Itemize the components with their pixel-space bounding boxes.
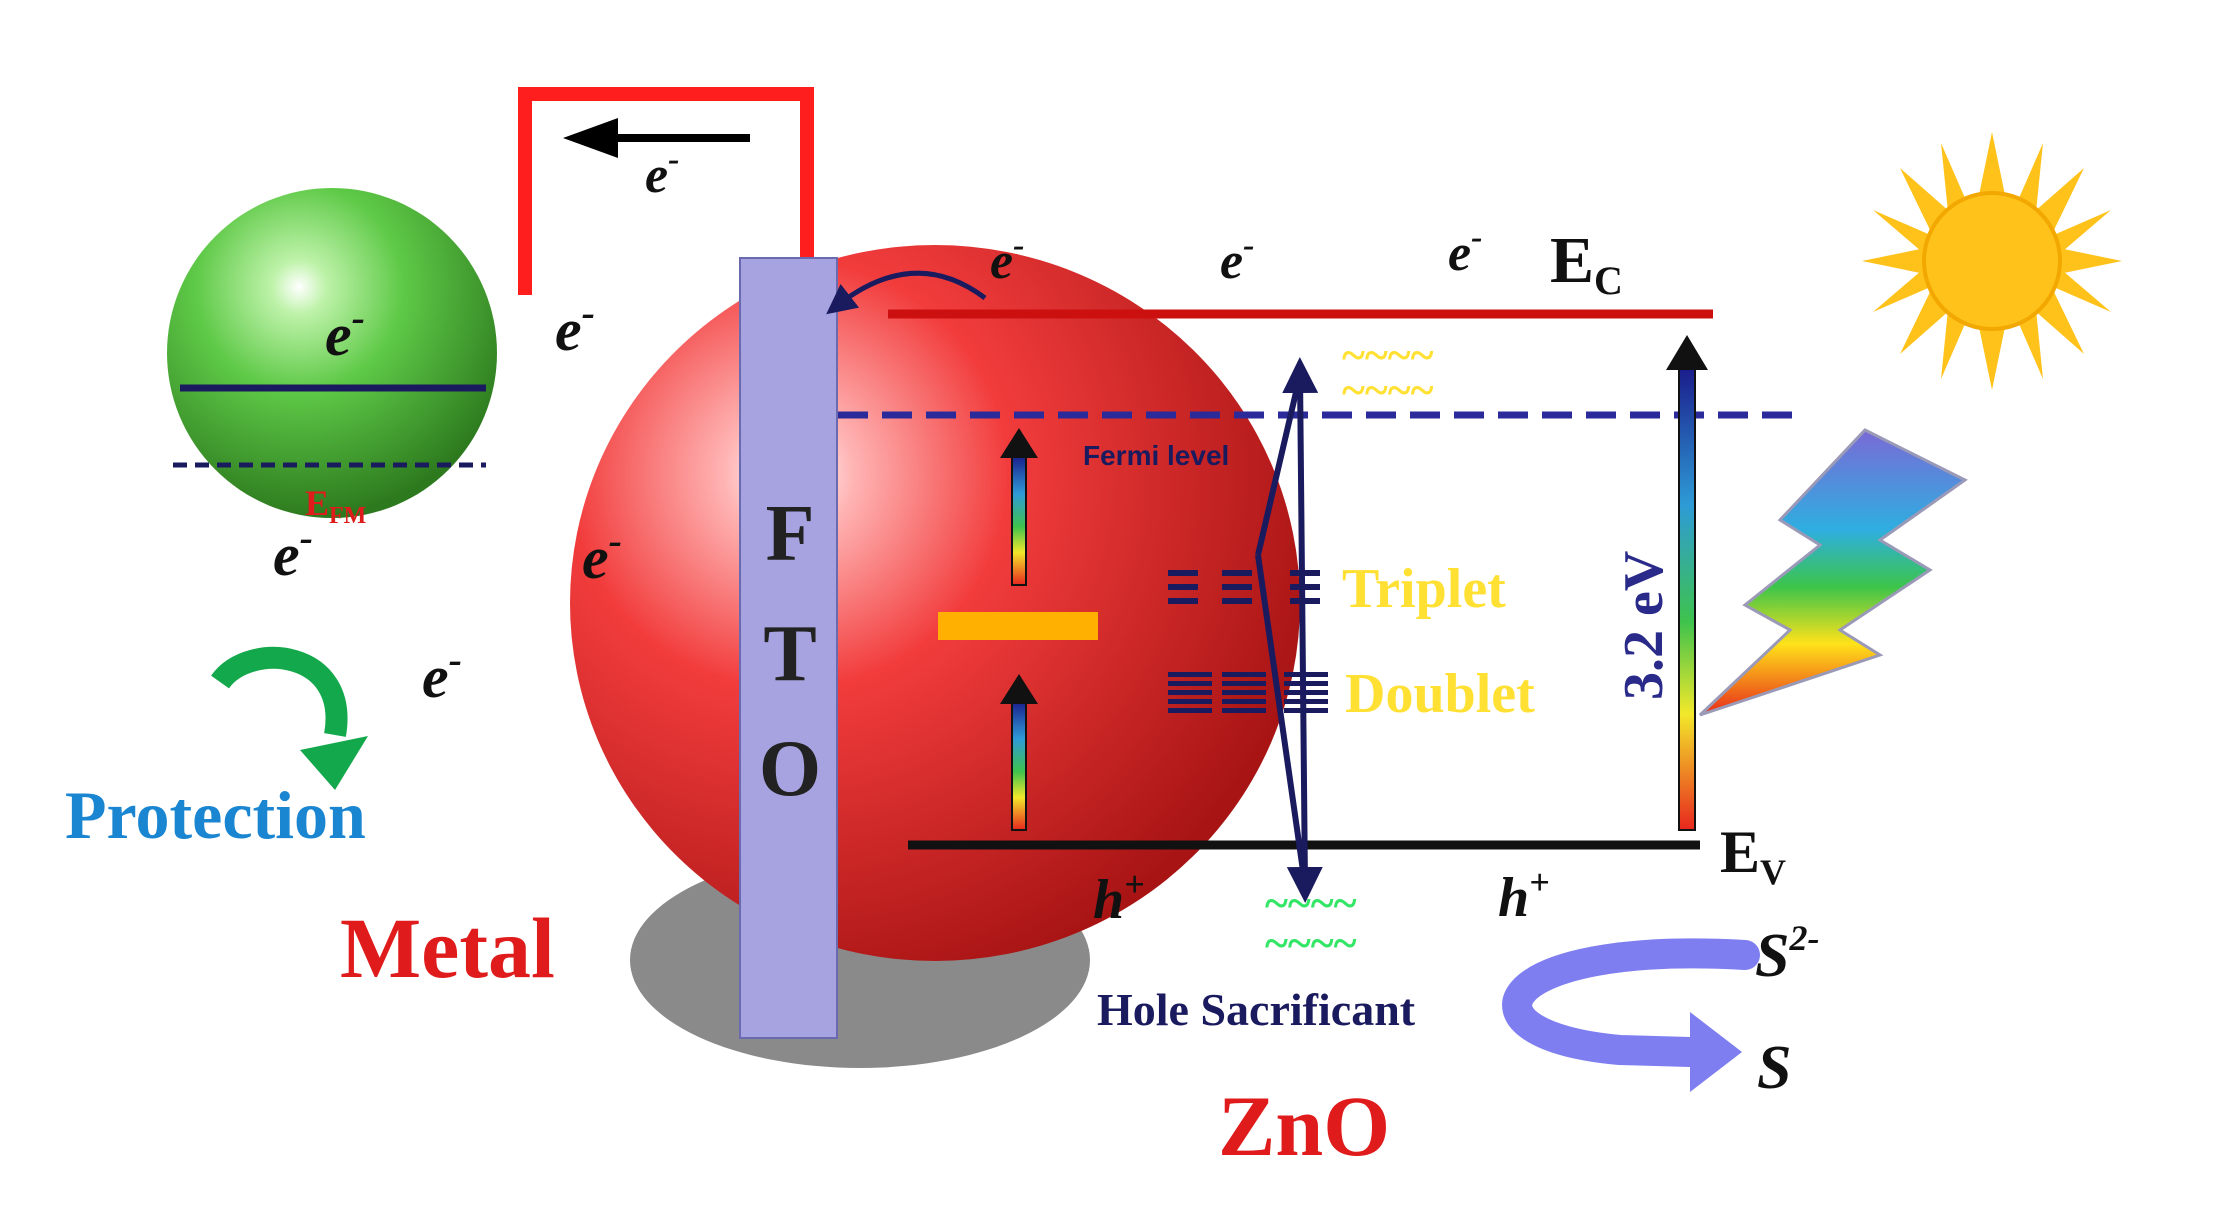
doublet-marks [1168, 672, 1328, 713]
efm-label: EFM [305, 483, 366, 529]
excitation-arrow-lower [1000, 674, 1038, 831]
transition-diagonal-up [1255, 374, 1303, 556]
defect-level-bar [938, 612, 1098, 640]
transition-double-arrow [1282, 357, 1323, 903]
excitation-arrow-upper [1000, 428, 1038, 586]
fto-letter-t: T [763, 610, 816, 698]
external-wire [518, 87, 814, 295]
band-gap-arrow [1666, 335, 1708, 831]
vb-defect-wave-2: ~~~~ [1265, 919, 1357, 968]
zno-electron-2: e- [1220, 227, 1254, 290]
zno-electron-1: e- [990, 227, 1024, 290]
metal-label: Metal [340, 900, 555, 996]
hole-1: h+ [1093, 864, 1145, 931]
sun-icon [1862, 132, 2122, 390]
cb-defect-wave-1: ~~~~ [1342, 331, 1434, 380]
metal-particle: EFM [167, 188, 497, 529]
transition-diagonal-down [1255, 554, 1308, 886]
doublet-label: Doublet [1345, 663, 1535, 725]
protection-curved-arrow-icon [211, 646, 368, 790]
fermi-level-label: Fermi level [1083, 440, 1229, 471]
vb-defect-wave-1: ~~~~ [1265, 879, 1357, 928]
metal-electron-3: e- [273, 515, 313, 588]
band-gap-label: 3.2 eV [1613, 551, 1675, 700]
metal-electron-4: e- [582, 518, 622, 591]
sulfide-label: S2- [1755, 918, 1819, 990]
metal-electron-5: e- [422, 637, 462, 710]
zno-label: ZnO [1218, 1078, 1390, 1174]
triplet-marks [1168, 570, 1320, 604]
sulfur-label: S [1757, 1034, 1791, 1102]
fto-letter-o: O [759, 725, 821, 813]
zno-electron-3: e- [1448, 219, 1482, 282]
fto-electrode [739, 257, 838, 1039]
ec-label: EC [1550, 224, 1623, 303]
wire-electron-arrow [563, 118, 750, 158]
triplet-label: Triplet [1342, 558, 1506, 620]
metal-sphere [167, 188, 497, 518]
cb-to-fto-curved-arrow [826, 270, 987, 315]
metal-electron-1: e- [325, 295, 365, 368]
lightning-icon [1698, 428, 1968, 717]
hole-2: h+ [1498, 862, 1550, 929]
hole-sacrificant-label: Hole Sacrificant [1097, 984, 1416, 1035]
sulfide-oxidation-arrow [1502, 938, 1760, 1092]
protection-label: Protection [65, 777, 366, 853]
ev-label: EV [1720, 819, 1786, 892]
fto-letter-f: F [766, 490, 815, 578]
metal-electron-2: e- [555, 290, 595, 363]
wire-electron: e- [645, 141, 679, 204]
cb-defect-wave-2: ~~~~ [1342, 366, 1434, 415]
